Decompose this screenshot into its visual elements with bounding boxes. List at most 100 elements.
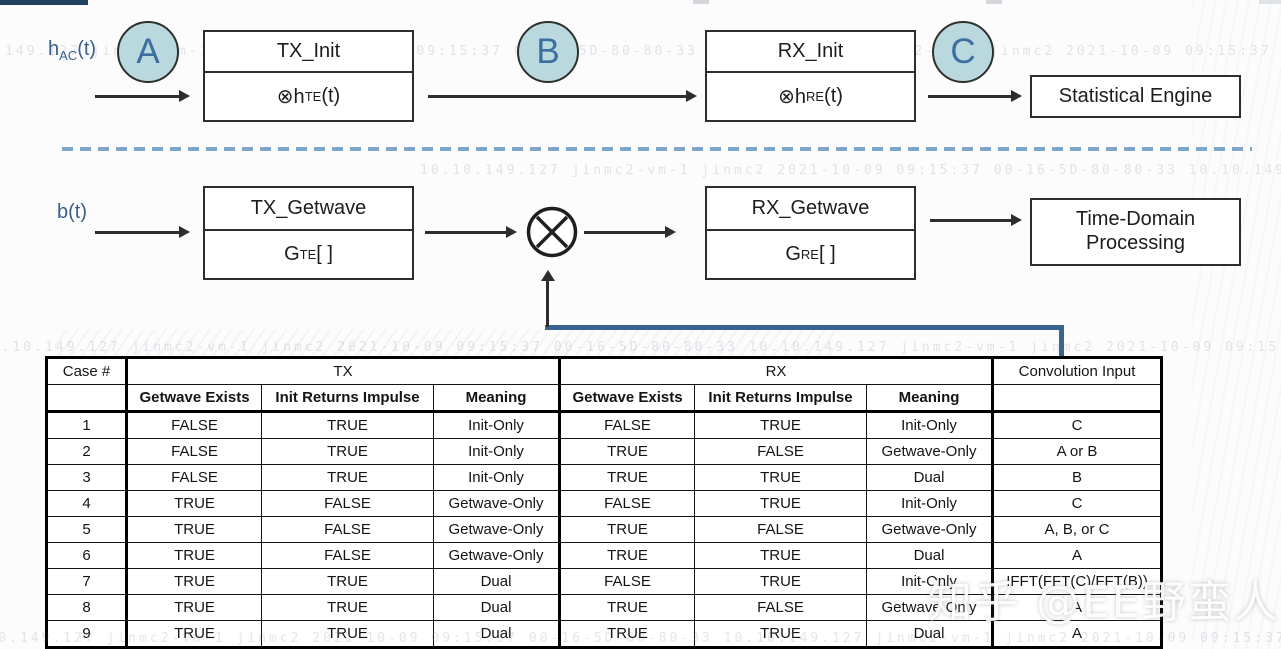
- label-suffix: (t): [77, 38, 97, 60]
- case-number-cell: 9: [46, 620, 127, 648]
- tx-getwave-exists-cell: FALSE: [125, 438, 262, 465]
- tx-meaning-cell: Dual: [432, 568, 561, 595]
- table-group-header-row: Case # TX RX Convolution Input: [46, 357, 1163, 385]
- convolution-input-cell: A: [991, 542, 1163, 569]
- rx-getwave-exists-header: Getwave Exists: [558, 384, 696, 413]
- formula-main: G: [284, 243, 300, 265]
- tx-getwave-exists-cell: FALSE: [125, 411, 262, 439]
- dashed-divider: [62, 147, 1252, 151]
- convolution-input-cell: A, B, or C: [991, 516, 1163, 543]
- case-number-header: Case #: [46, 357, 127, 385]
- tx-init-returns-impulse-cell: TRUE: [261, 411, 434, 439]
- table-row: 6 TRUE FALSE Getwave-Only TRUE TRUE Dual…: [46, 542, 1163, 569]
- convolution-operator-icon: [526, 206, 578, 258]
- rx-init-title: RX_Init: [707, 32, 914, 73]
- rx-getwave-title: RX_Getwave: [707, 188, 914, 231]
- time-domain-line1: Time-Domain: [1075, 208, 1196, 231]
- rx-getwave-exists-cell: TRUE: [558, 594, 696, 621]
- table-row: 8 TRUE TRUE Dual TRUE FALSE Getwave-Only…: [46, 594, 1163, 621]
- rx-meaning-cell: Getwave-Only: [866, 438, 994, 465]
- label-base: b: [57, 201, 69, 223]
- tx-meaning-cell: Init-Only: [432, 411, 561, 439]
- convolution-input-cell: C: [991, 490, 1163, 517]
- arrow-hac-to-txinit: [95, 90, 190, 101]
- tx-meaning-cell: Init-Only: [432, 464, 561, 491]
- machine-watermark: 10.10.149.127 jinmc2-vm-1 jinmc2 2021-10…: [420, 163, 1281, 178]
- convolution-input-cell: C: [991, 411, 1163, 439]
- table-row: 9 TRUE TRUE Dual TRUE TRUE Dual A: [46, 620, 1163, 648]
- rx-init-returns-impulse-cell: TRUE: [694, 464, 868, 491]
- table-row: 3 FALSE TRUE Init-Only TRUE TRUE Dual B: [46, 464, 1163, 491]
- convolution-input-connector: [545, 325, 1064, 357]
- rx-init-returns-impulse-cell: TRUE: [694, 620, 868, 648]
- table-subheader-row: Getwave Exists Init Returns Impulse Mean…: [46, 384, 1163, 413]
- rx-meaning-cell: Getwave-Only: [866, 516, 994, 543]
- point-a-badge: A: [117, 21, 179, 83]
- formula-main: G: [785, 243, 801, 265]
- top-edge-mark: [693, 0, 709, 4]
- formula-tail: (t): [321, 85, 341, 107]
- rx-meaning-cell: Init-Only: [866, 568, 994, 595]
- hac-input-label: hAC(t): [48, 38, 96, 63]
- tx-init-returns-impulse-cell: TRUE: [261, 594, 434, 621]
- convolution-input-cell: A: [991, 620, 1163, 648]
- tx-init-returns-impulse-cell: TRUE: [261, 620, 434, 648]
- arrow-multiplier-to-rxgetwave: [584, 226, 676, 237]
- table-row: 7 TRUE TRUE Dual FALSE TRUE Init-Only IF…: [46, 568, 1163, 595]
- label-sub: AC: [59, 48, 78, 63]
- label-suffix: (t): [68, 201, 88, 223]
- rx-getwave-exists-cell: FALSE: [558, 411, 696, 439]
- machine-watermark: 10.10.149.127 jinmc2-vm-1 jinmc2 2021-10…: [0, 44, 1281, 59]
- rx-getwave-exists-cell: FALSE: [558, 568, 696, 595]
- rx-meaning-cell: Getwave-Only: [866, 594, 994, 621]
- tx-group-header: TX: [124, 357, 561, 385]
- rx-getwave-exists-cell: TRUE: [558, 620, 696, 648]
- rx-init-returns-impulse-cell: FALSE: [694, 516, 868, 543]
- convolution-input-cell: IFFT(FFT(C)/FFT(B)): [991, 568, 1163, 595]
- arrow-rxgetwave-to-timedomain: [930, 214, 1022, 225]
- top-edge-mark: [986, 0, 1002, 4]
- rx-meaning-cell: Init-Only: [866, 411, 994, 439]
- bt-input-label: b(t): [57, 201, 87, 226]
- top-edge-mark: [1259, 0, 1281, 4]
- tx-meaning-cell: Dual: [432, 594, 561, 621]
- tx-meaning-cell: Getwave-Only: [432, 542, 561, 569]
- case-number-cell: 8: [46, 594, 127, 621]
- convolution-input-cell: B: [991, 464, 1163, 491]
- arrow-rxinit-to-statengine: [928, 90, 1022, 101]
- arrow-txinit-to-rxinit: [428, 90, 697, 101]
- statistical-engine-box: Statistical Engine: [1030, 75, 1241, 118]
- tx-meaning-cell: Dual: [432, 620, 561, 648]
- tx-init-returns-impulse-cell: FALSE: [261, 490, 434, 517]
- blank-header-cell: [46, 384, 127, 413]
- convolution-input-cell: A or B: [991, 438, 1163, 465]
- case-number-cell: 2: [46, 438, 127, 465]
- tx-getwave-exists-cell: FALSE: [125, 464, 262, 491]
- case-table-body: Case # TX RX Convolution Input Getwave E…: [46, 357, 1163, 648]
- case-number-cell: 1: [46, 411, 127, 439]
- rx-getwave-exists-cell: FALSE: [558, 490, 696, 517]
- tx-getwave-exists-cell: TRUE: [125, 568, 262, 595]
- rx-getwave-exists-cell: TRUE: [558, 438, 696, 465]
- tx-init-returns-impulse-cell: TRUE: [261, 464, 434, 491]
- tx-init-returns-impulse-cell: TRUE: [261, 438, 434, 465]
- case-table: Case # TX RX Convolution Input Getwave E…: [45, 356, 1164, 649]
- formula-sub: TE: [304, 89, 322, 104]
- table-row: 1 FALSE TRUE Init-Only FALSE TRUE Init-O…: [46, 411, 1163, 439]
- rx-getwave-exists-cell: TRUE: [558, 516, 696, 543]
- table-row: 4 TRUE FALSE Getwave-Only FALSE TRUE Ini…: [46, 490, 1163, 517]
- arrow-connector-to-multiplier: [540, 270, 555, 327]
- rx-init-returns-impulse-cell: FALSE: [694, 594, 868, 621]
- point-c-badge: C: [932, 21, 994, 83]
- point-b-badge: B: [517, 21, 579, 83]
- tx-getwave-exists-cell: TRUE: [125, 594, 262, 621]
- tx-getwave-exists-cell: TRUE: [125, 490, 262, 517]
- case-number-cell: 6: [46, 542, 127, 569]
- case-number-cell: 7: [46, 568, 127, 595]
- tx-init-returns-impulse-cell: TRUE: [261, 568, 434, 595]
